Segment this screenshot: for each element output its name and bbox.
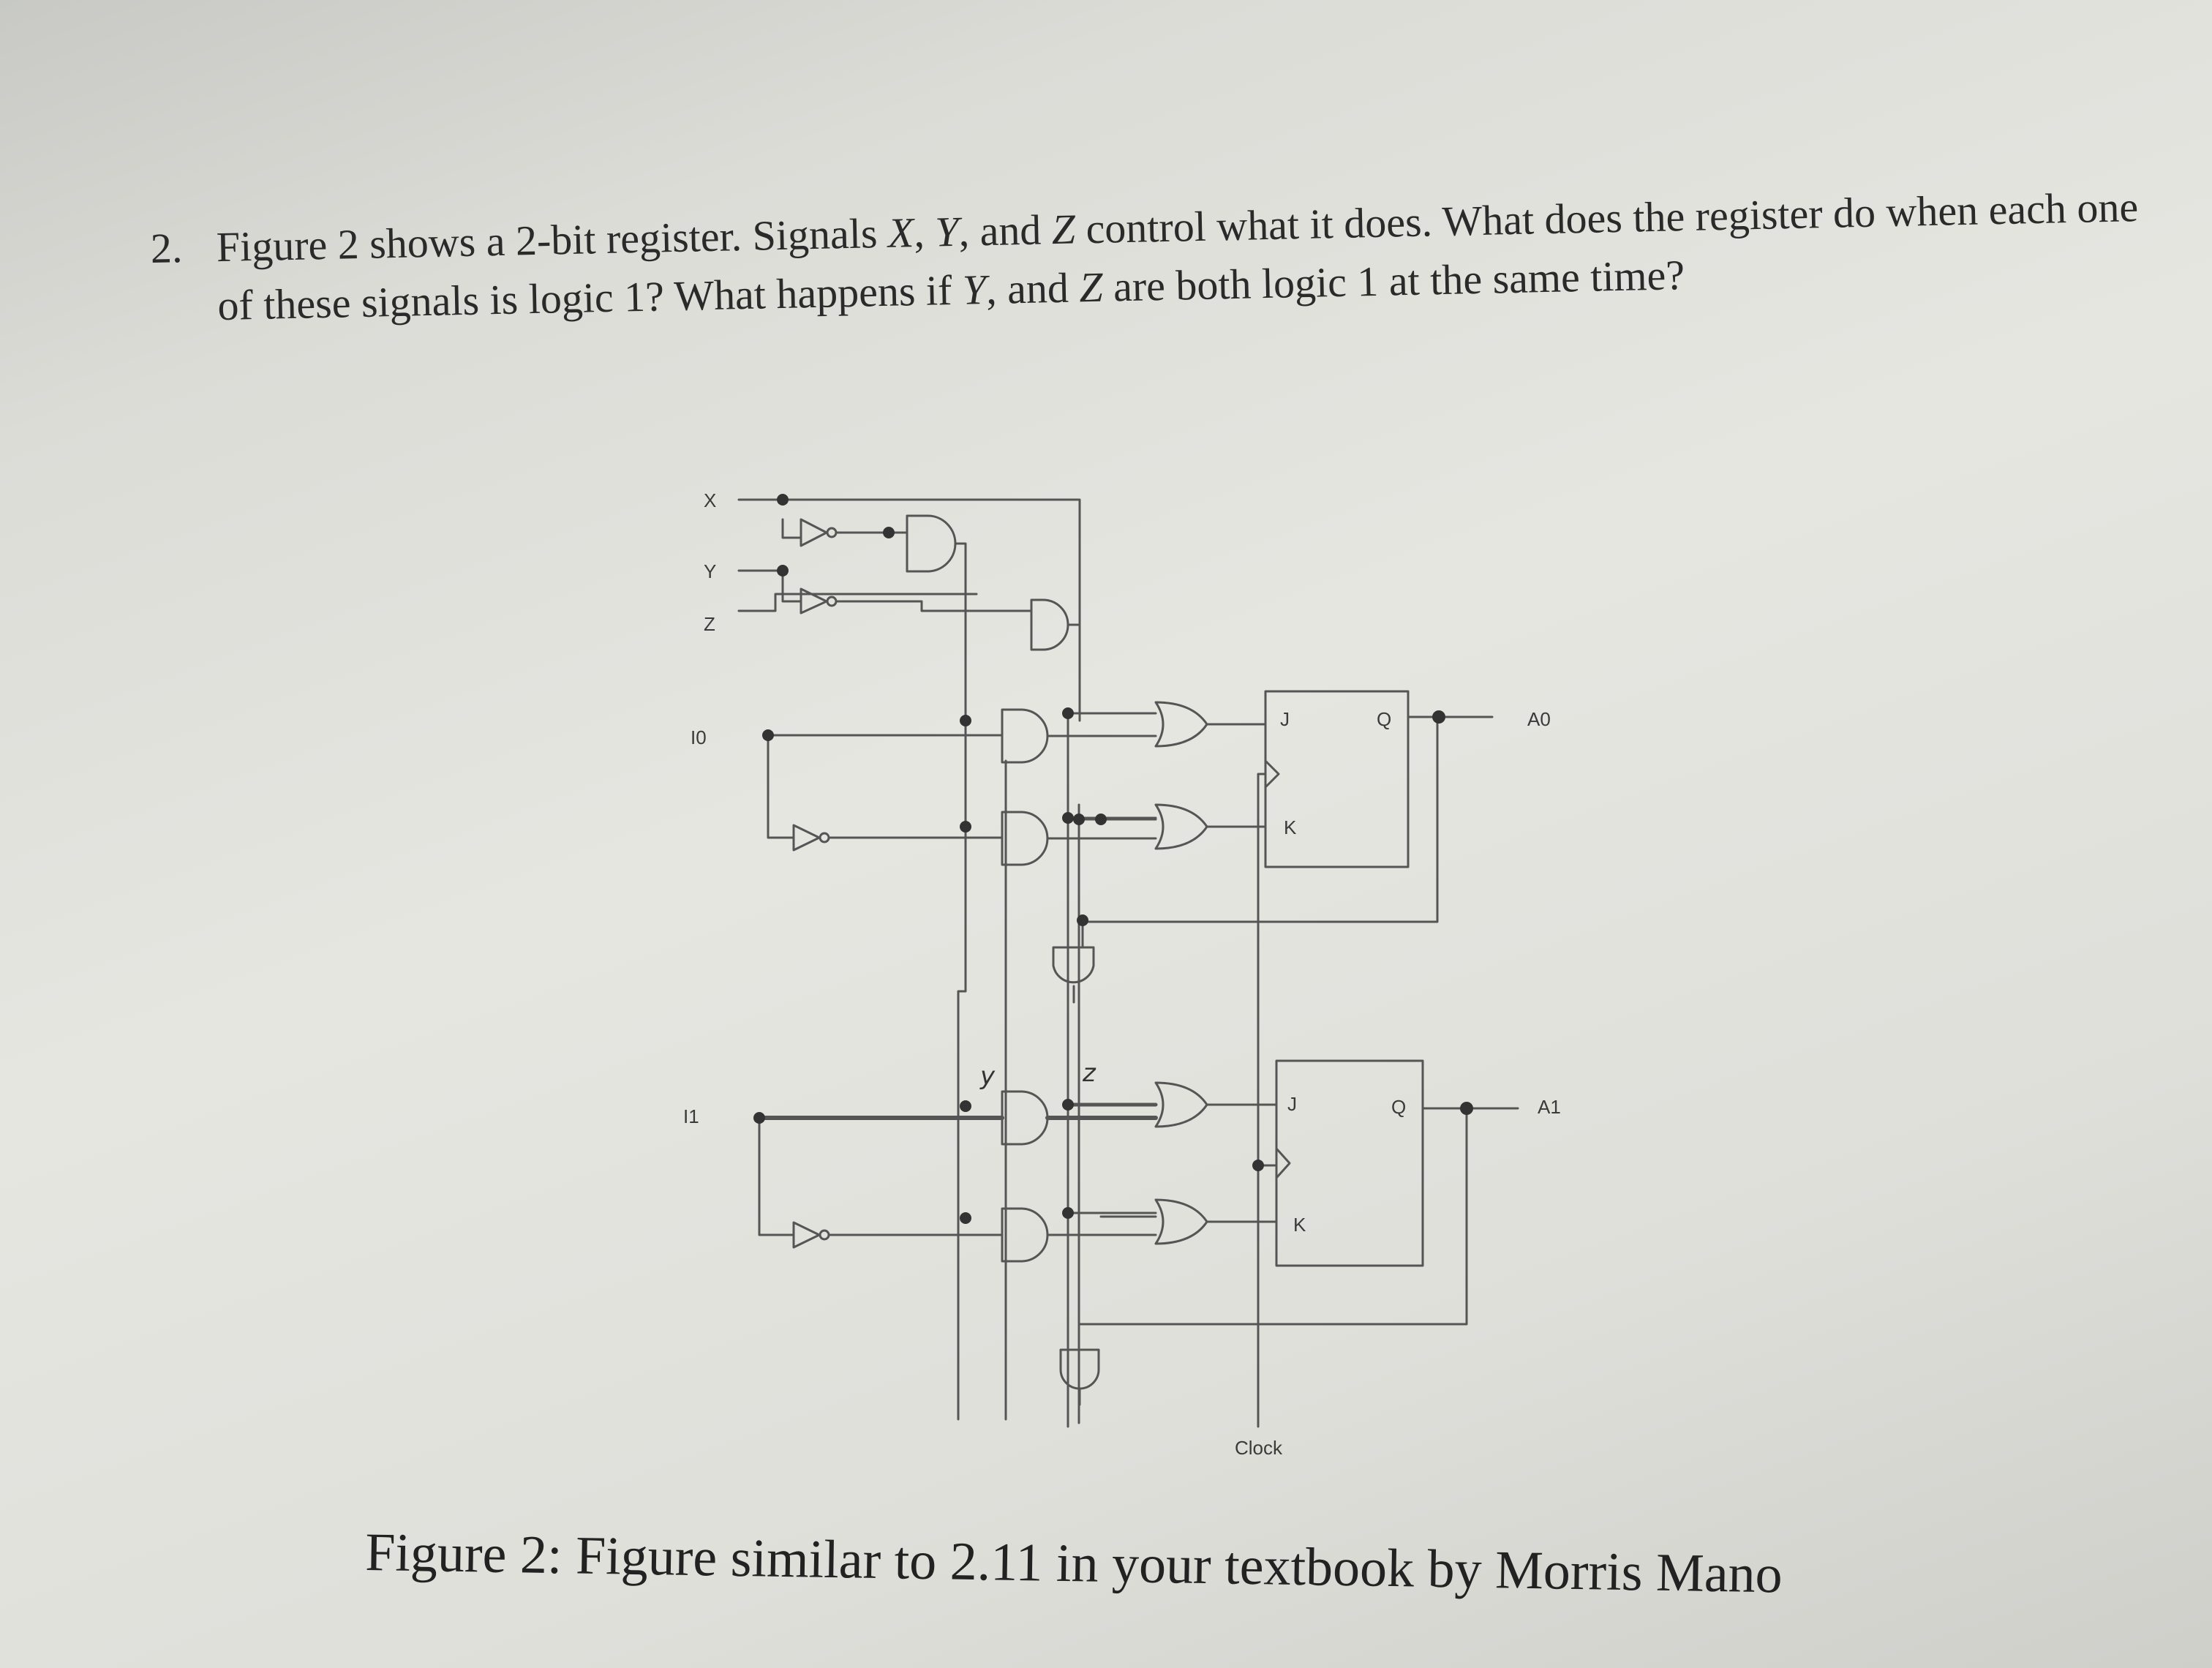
x-wire xyxy=(737,498,1081,722)
input-label-y: Y xyxy=(704,560,716,582)
input-label-x: X xyxy=(704,489,716,511)
output-label-a1: A1 xyxy=(1538,1096,1561,1118)
handwritten-y-mark: y xyxy=(979,1062,996,1091)
ff0-q-label: Q xyxy=(1377,708,1391,730)
ff0-k-label: K xyxy=(1284,816,1297,838)
ff0-j-label: J xyxy=(1280,708,1290,730)
clock-label: Clock xyxy=(1235,1437,1283,1459)
z-wire xyxy=(737,593,978,612)
ff1-j-label: J xyxy=(1287,1093,1297,1115)
input-label-i1: I1 xyxy=(683,1105,699,1127)
ff1-k-label: K xyxy=(1293,1214,1306,1236)
handwritten-z-mark: z xyxy=(1082,1059,1096,1088)
input-label-z: Z xyxy=(704,613,715,635)
output-label-a0: A0 xyxy=(1527,708,1551,730)
input-label-i0: I0 xyxy=(691,726,707,748)
ff1-q-label: Q xyxy=(1391,1096,1406,1118)
